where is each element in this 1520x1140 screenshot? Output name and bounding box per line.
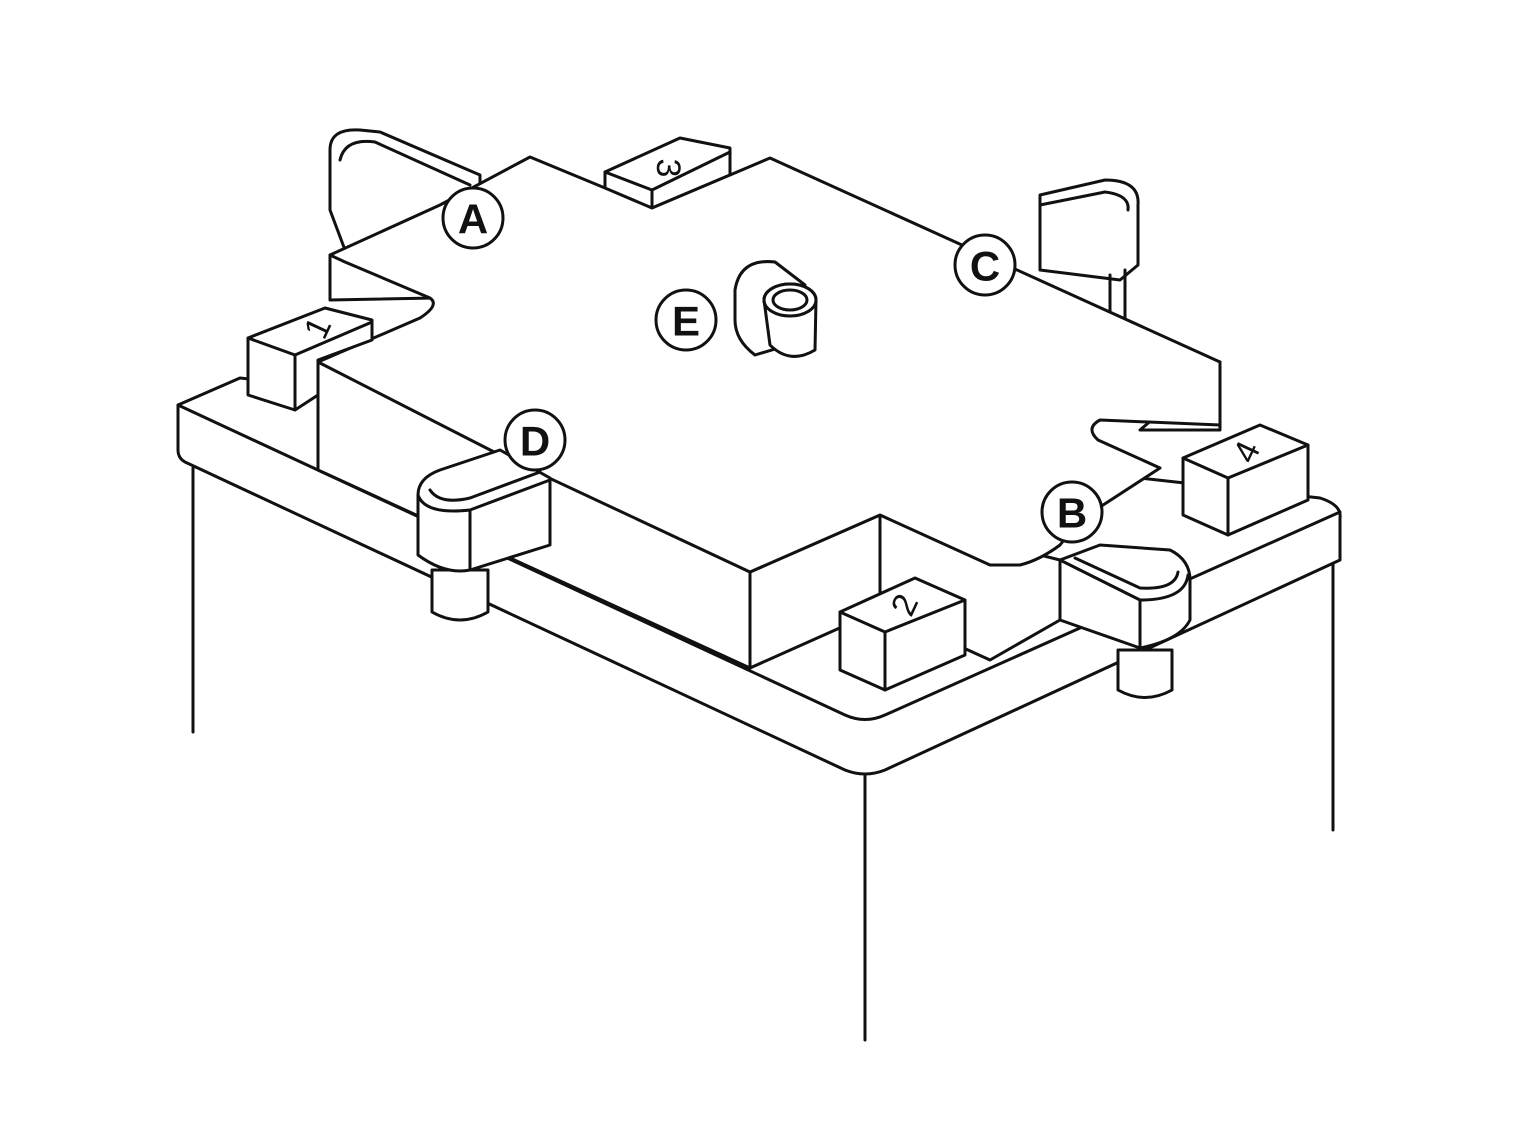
block-3-label: 3: [649, 159, 687, 178]
svg-text:C: C: [970, 243, 1000, 290]
svg-text:B: B: [1057, 490, 1087, 537]
front-post-b: [1058, 543, 1192, 699]
battery-body: [191, 466, 1335, 1042]
front-post-d: [416, 448, 552, 622]
callout-d: D: [503, 408, 567, 472]
callout-b: B: [1040, 480, 1104, 544]
svg-text:D: D: [520, 418, 550, 465]
svg-text:A: A: [458, 196, 488, 243]
callout-c: C: [953, 233, 1017, 297]
callout-e: E: [654, 288, 718, 352]
block-1: 1: [246, 306, 374, 412]
block-4: 4: [1181, 423, 1310, 537]
block-2: 2: [838, 576, 967, 692]
callout-a: A: [441, 186, 505, 250]
terminal-e: [733, 260, 818, 358]
svg-text:E: E: [672, 298, 700, 345]
